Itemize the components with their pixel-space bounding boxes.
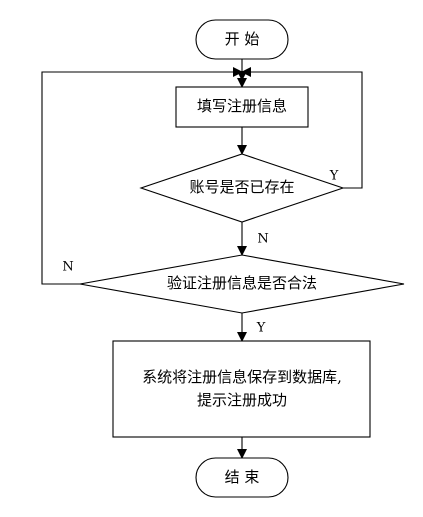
fill-info-label: 填写注册信息 xyxy=(197,97,287,115)
validate-node: 验证注册信息是否合法 xyxy=(79,254,405,314)
start-label: 开 始 xyxy=(225,30,260,48)
edge-label-valid-yes: Y xyxy=(256,321,266,336)
save-label-line2: 提示注册成功 xyxy=(197,391,287,409)
save-label-line1: 系统将注册信息保存到数据库, xyxy=(142,368,342,386)
account-exists-node: 账号是否已存在 xyxy=(139,153,345,223)
validate-label: 验证注册信息是否合法 xyxy=(167,274,317,292)
end-node: 结 束 xyxy=(195,457,289,498)
fill-info-node: 填写注册信息 xyxy=(175,86,309,128)
edge-exists-yes-loop xyxy=(241,67,363,189)
account-exists-label: 账号是否已存在 xyxy=(189,178,294,196)
edge-label-exists-yes: Y xyxy=(329,169,339,184)
edge-label-valid-no: N xyxy=(62,260,73,275)
start-node: 开 始 xyxy=(195,19,289,60)
edge-label-exists-no: N xyxy=(257,232,268,247)
save-node: 系统将注册信息保存到数据库, 提示注册成功 xyxy=(112,340,371,438)
edge-valid-no-loop xyxy=(41,67,243,285)
end-label: 结 束 xyxy=(225,468,260,486)
